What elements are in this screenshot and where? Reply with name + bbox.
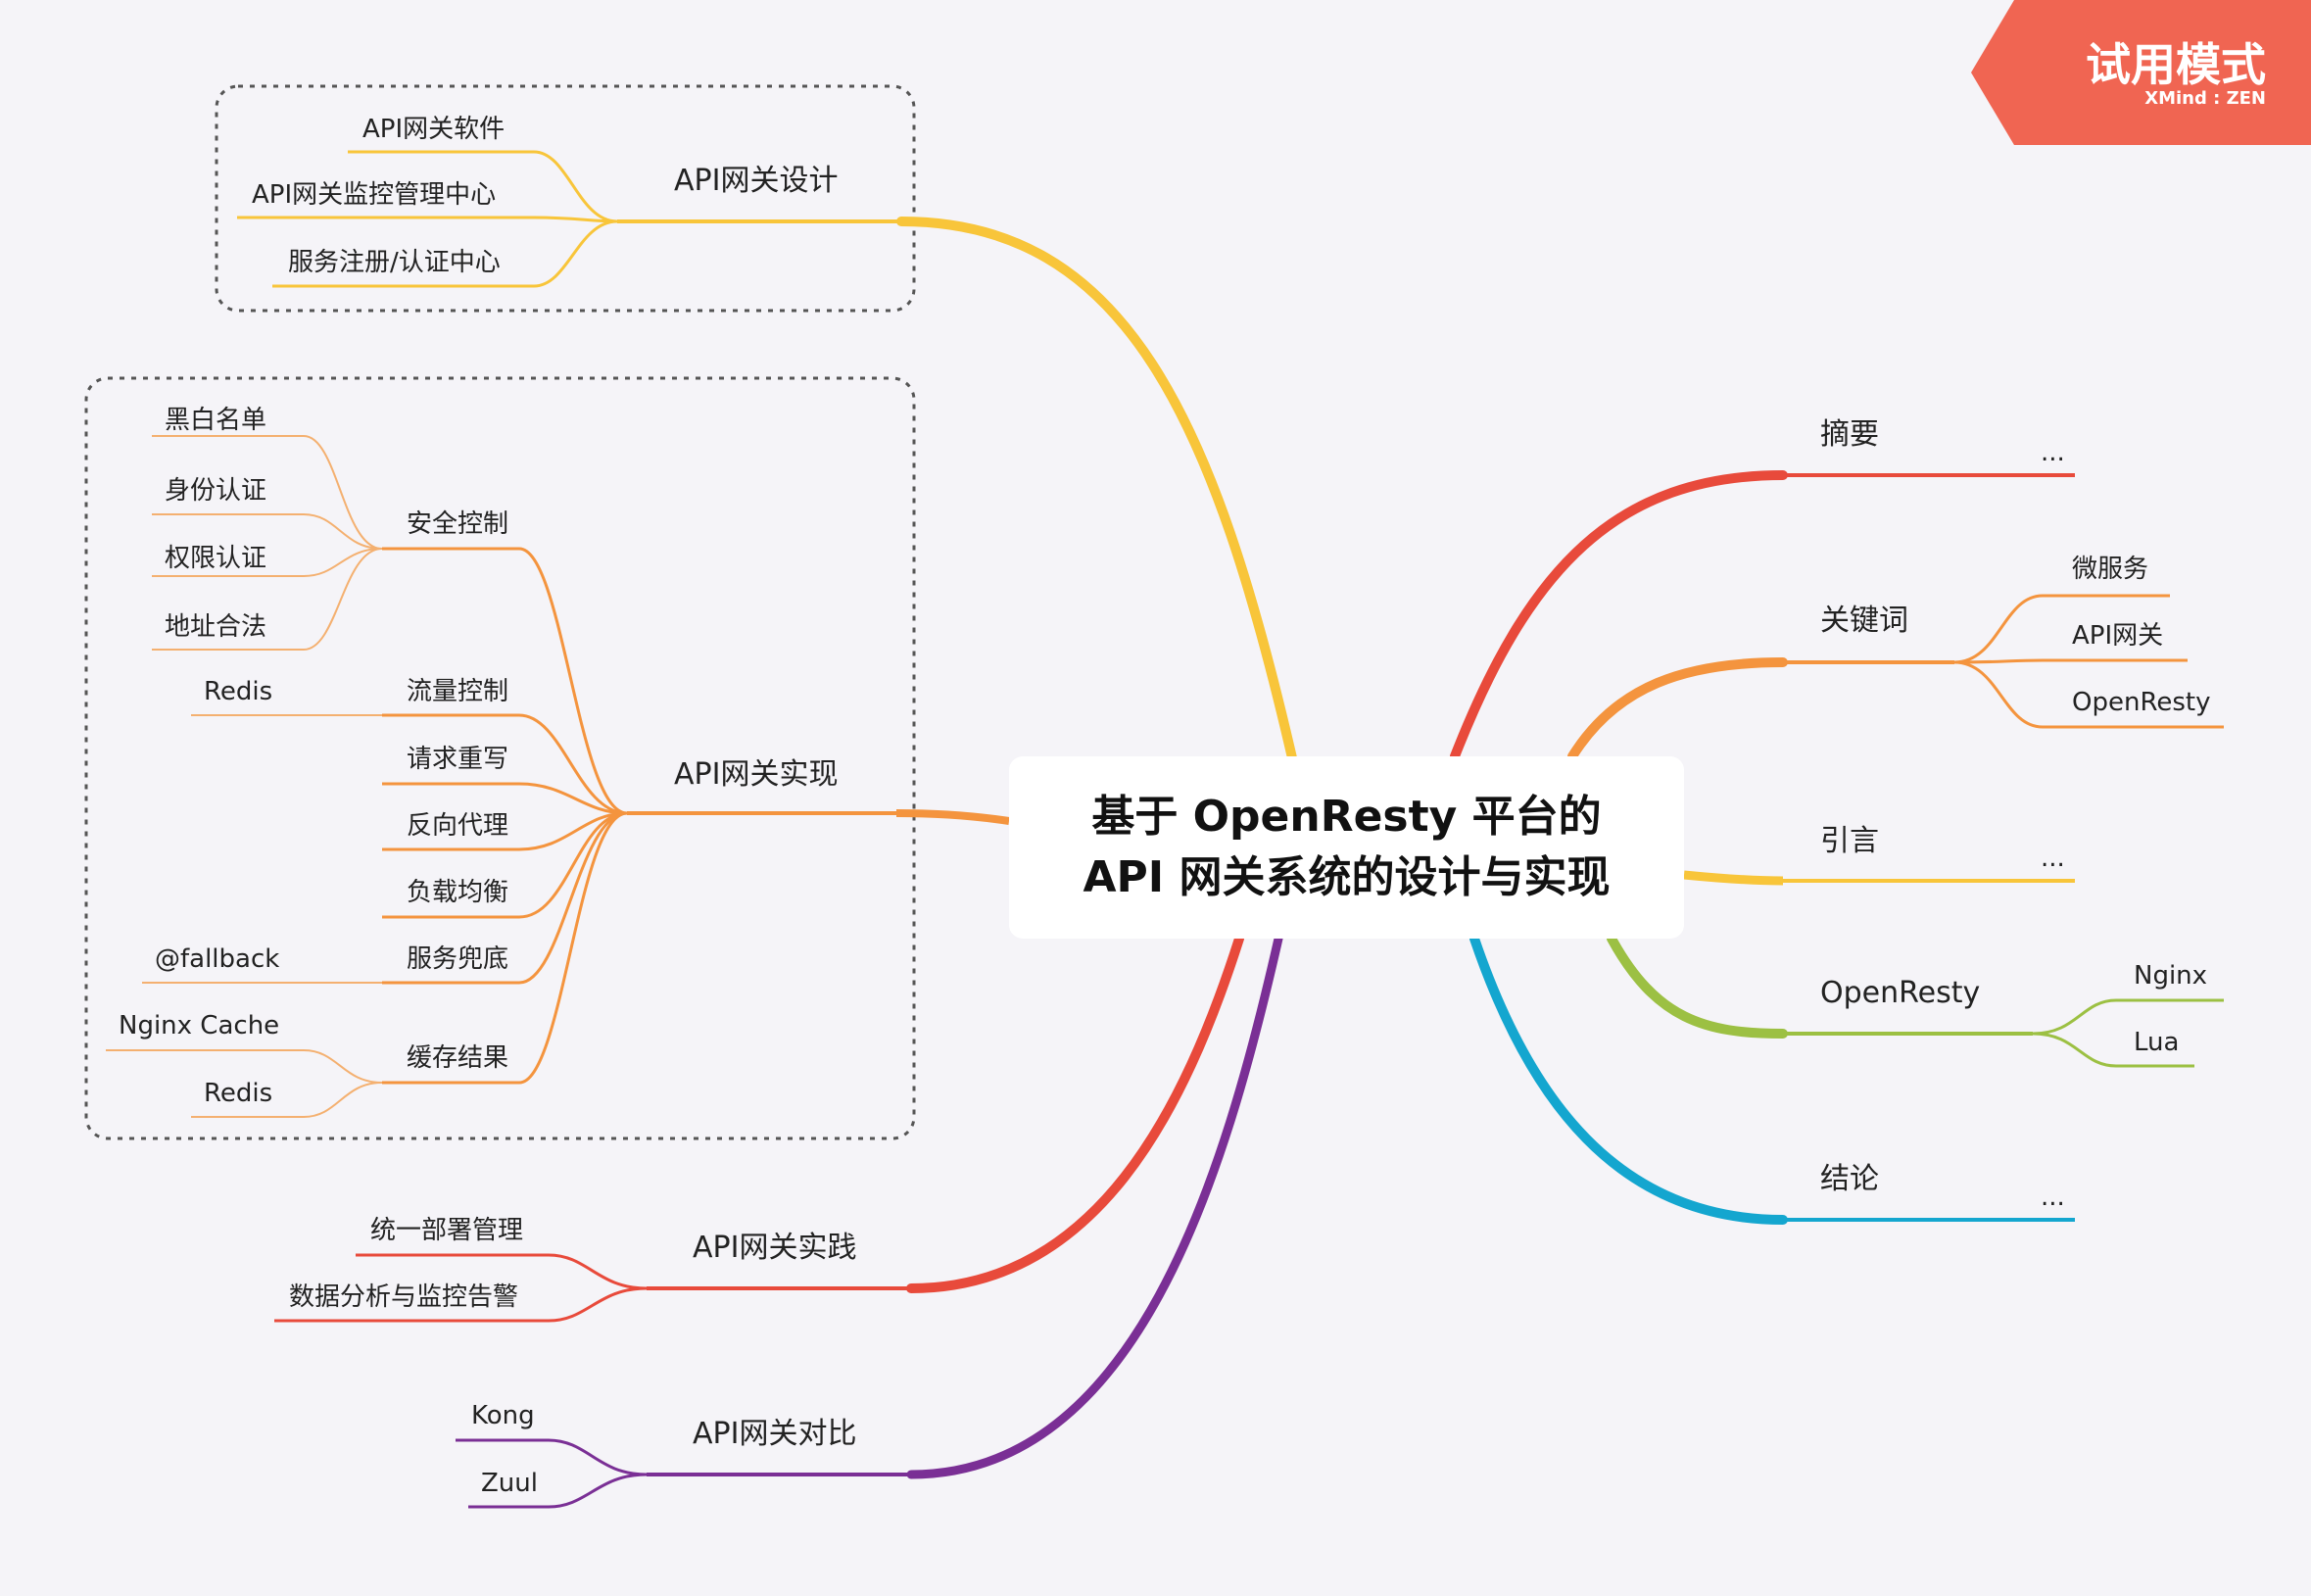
leaf-traffic-redis[interactable]: Redis (204, 677, 272, 706)
subtopic-rewrite[interactable]: 请求重写 (407, 745, 508, 774)
leaf-permission-auth[interactable]: 权限认证 (165, 544, 266, 573)
trial-badge-shape (1971, 0, 2311, 145)
connector-sec-3 (303, 548, 383, 577)
leaf-blackwhite-list[interactable]: 黑白名单 (165, 406, 266, 435)
connector-kw-2 (1953, 658, 2044, 664)
connector-practice-2 (548, 1286, 648, 1323)
keyword-api-gateway[interactable]: API网关 (2072, 621, 2163, 651)
boundary-design (215, 84, 916, 313)
trial-mode-title: 试用模式 (2086, 38, 2266, 91)
branch-line-practice (906, 934, 1244, 1293)
branch-line-keywords (1567, 657, 1788, 761)
connector-sec-4 (303, 548, 383, 651)
subtopic-lua[interactable]: Lua (2134, 1028, 2179, 1057)
connector-cache-1 (303, 1049, 383, 1084)
connector-sec-2 (303, 513, 383, 550)
connector-design-1 (533, 150, 618, 223)
connector-design-3 (533, 219, 618, 288)
subtopic-nginx[interactable]: Nginx (2134, 961, 2207, 991)
leaf-identity-auth[interactable]: 身份认证 (165, 476, 266, 506)
central-title-line-2: API 网关系统的设计与实现 (1083, 852, 1611, 902)
leaf-address-valid[interactable]: 地址合法 (165, 612, 266, 642)
topic-conclusion[interactable]: 结论 (1820, 1162, 1879, 1196)
subtopic-design-registry[interactable]: 服务注册/认证中心 (288, 248, 501, 277)
subtopic-security[interactable]: 安全控制 (407, 509, 508, 539)
connector-impl-cache (518, 811, 628, 1085)
subtopic-design-monitor[interactable]: API网关监控管理中心 (252, 180, 496, 210)
trial-mode-badge: 试用模式 XMind : ZEN (1971, 0, 2311, 145)
connector-impl-security (518, 547, 628, 815)
branch-line-abstract (1450, 470, 1788, 761)
topic-intro[interactable]: 引言 (1820, 824, 1879, 858)
connector-impl-rewrite (518, 782, 628, 815)
topic-api-practice[interactable]: API网关实践 (693, 1231, 856, 1265)
connector-practice-1 (548, 1253, 648, 1290)
branch-line-design (896, 217, 1298, 767)
keyword-microservice[interactable]: 微服务 (2072, 555, 2148, 584)
connector-or-2 (2032, 1032, 2117, 1068)
connector-compare-1 (548, 1438, 648, 1476)
connector-kw-1 (1953, 594, 2044, 664)
subtopic-kong[interactable]: Kong (471, 1401, 535, 1430)
subtopic-balance[interactable]: 负载均衡 (407, 878, 508, 907)
connector-impl-balance (518, 811, 628, 919)
topic-keywords[interactable]: 关键词 (1820, 604, 1908, 638)
topic-api-compare[interactable]: API网关对比 (693, 1417, 856, 1451)
connector-compare-2 (548, 1473, 648, 1509)
topic-abstract[interactable]: 摘要 (1820, 417, 1879, 452)
connector-sec-1 (303, 435, 383, 550)
connector-or-1 (2032, 998, 2117, 1036)
central-title-line-1: 基于 OpenResty 平台的 (1091, 792, 1602, 842)
branch-line-conclusion (1469, 934, 1788, 1225)
leaf-nginx-cache[interactable]: Nginx Cache (119, 1011, 279, 1040)
collapsed-conclusion[interactable]: ... (2041, 1183, 2065, 1212)
xmind-zen-logo: XMind : ZEN (2144, 88, 2266, 109)
branch-line-impl (895, 809, 1010, 825)
central-topic[interactable]: 基于 OpenResty 平台的 API 网关系统的设计与实现 (1009, 756, 1684, 939)
keyword-openresty[interactable]: OpenResty (2072, 688, 2210, 717)
subtopic-zuul[interactable]: Zuul (481, 1469, 538, 1498)
collapsed-abstract[interactable]: ... (2041, 438, 2065, 467)
topic-openresty[interactable]: OpenResty (1820, 976, 1980, 1010)
subtopic-fallback[interactable]: 服务兜底 (407, 944, 508, 974)
branch-line-intro (1683, 870, 1784, 886)
connector-cache-2 (303, 1082, 383, 1118)
connector-impl-traffic (518, 713, 628, 815)
topic-api-impl[interactable]: API网关实现 (674, 757, 838, 792)
subtopic-cache[interactable]: 缓存结果 (407, 1043, 508, 1073)
connector-impl-fallback (518, 811, 628, 985)
subtopic-traffic[interactable]: 流量控制 (407, 677, 508, 706)
branch-line-compare (906, 934, 1283, 1479)
subtopic-unified-deploy[interactable]: 统一部署管理 (370, 1216, 523, 1245)
branch-line-openresty (1607, 934, 1788, 1039)
boundary-impl (84, 376, 916, 1140)
topic-api-design[interactable]: API网关设计 (674, 164, 838, 198)
collapsed-intro[interactable]: ... (2041, 844, 2065, 873)
subtopic-design-software[interactable]: API网关软件 (362, 115, 505, 144)
connector-kw-3 (1953, 660, 2044, 729)
leaf-cache-redis[interactable]: Redis (204, 1079, 272, 1108)
leaf-fallback[interactable]: @fallback (155, 944, 279, 974)
subtopic-analysis-alert[interactable]: 数据分析与监控告警 (289, 1282, 518, 1312)
subtopic-proxy[interactable]: 反向代理 (407, 811, 508, 841)
